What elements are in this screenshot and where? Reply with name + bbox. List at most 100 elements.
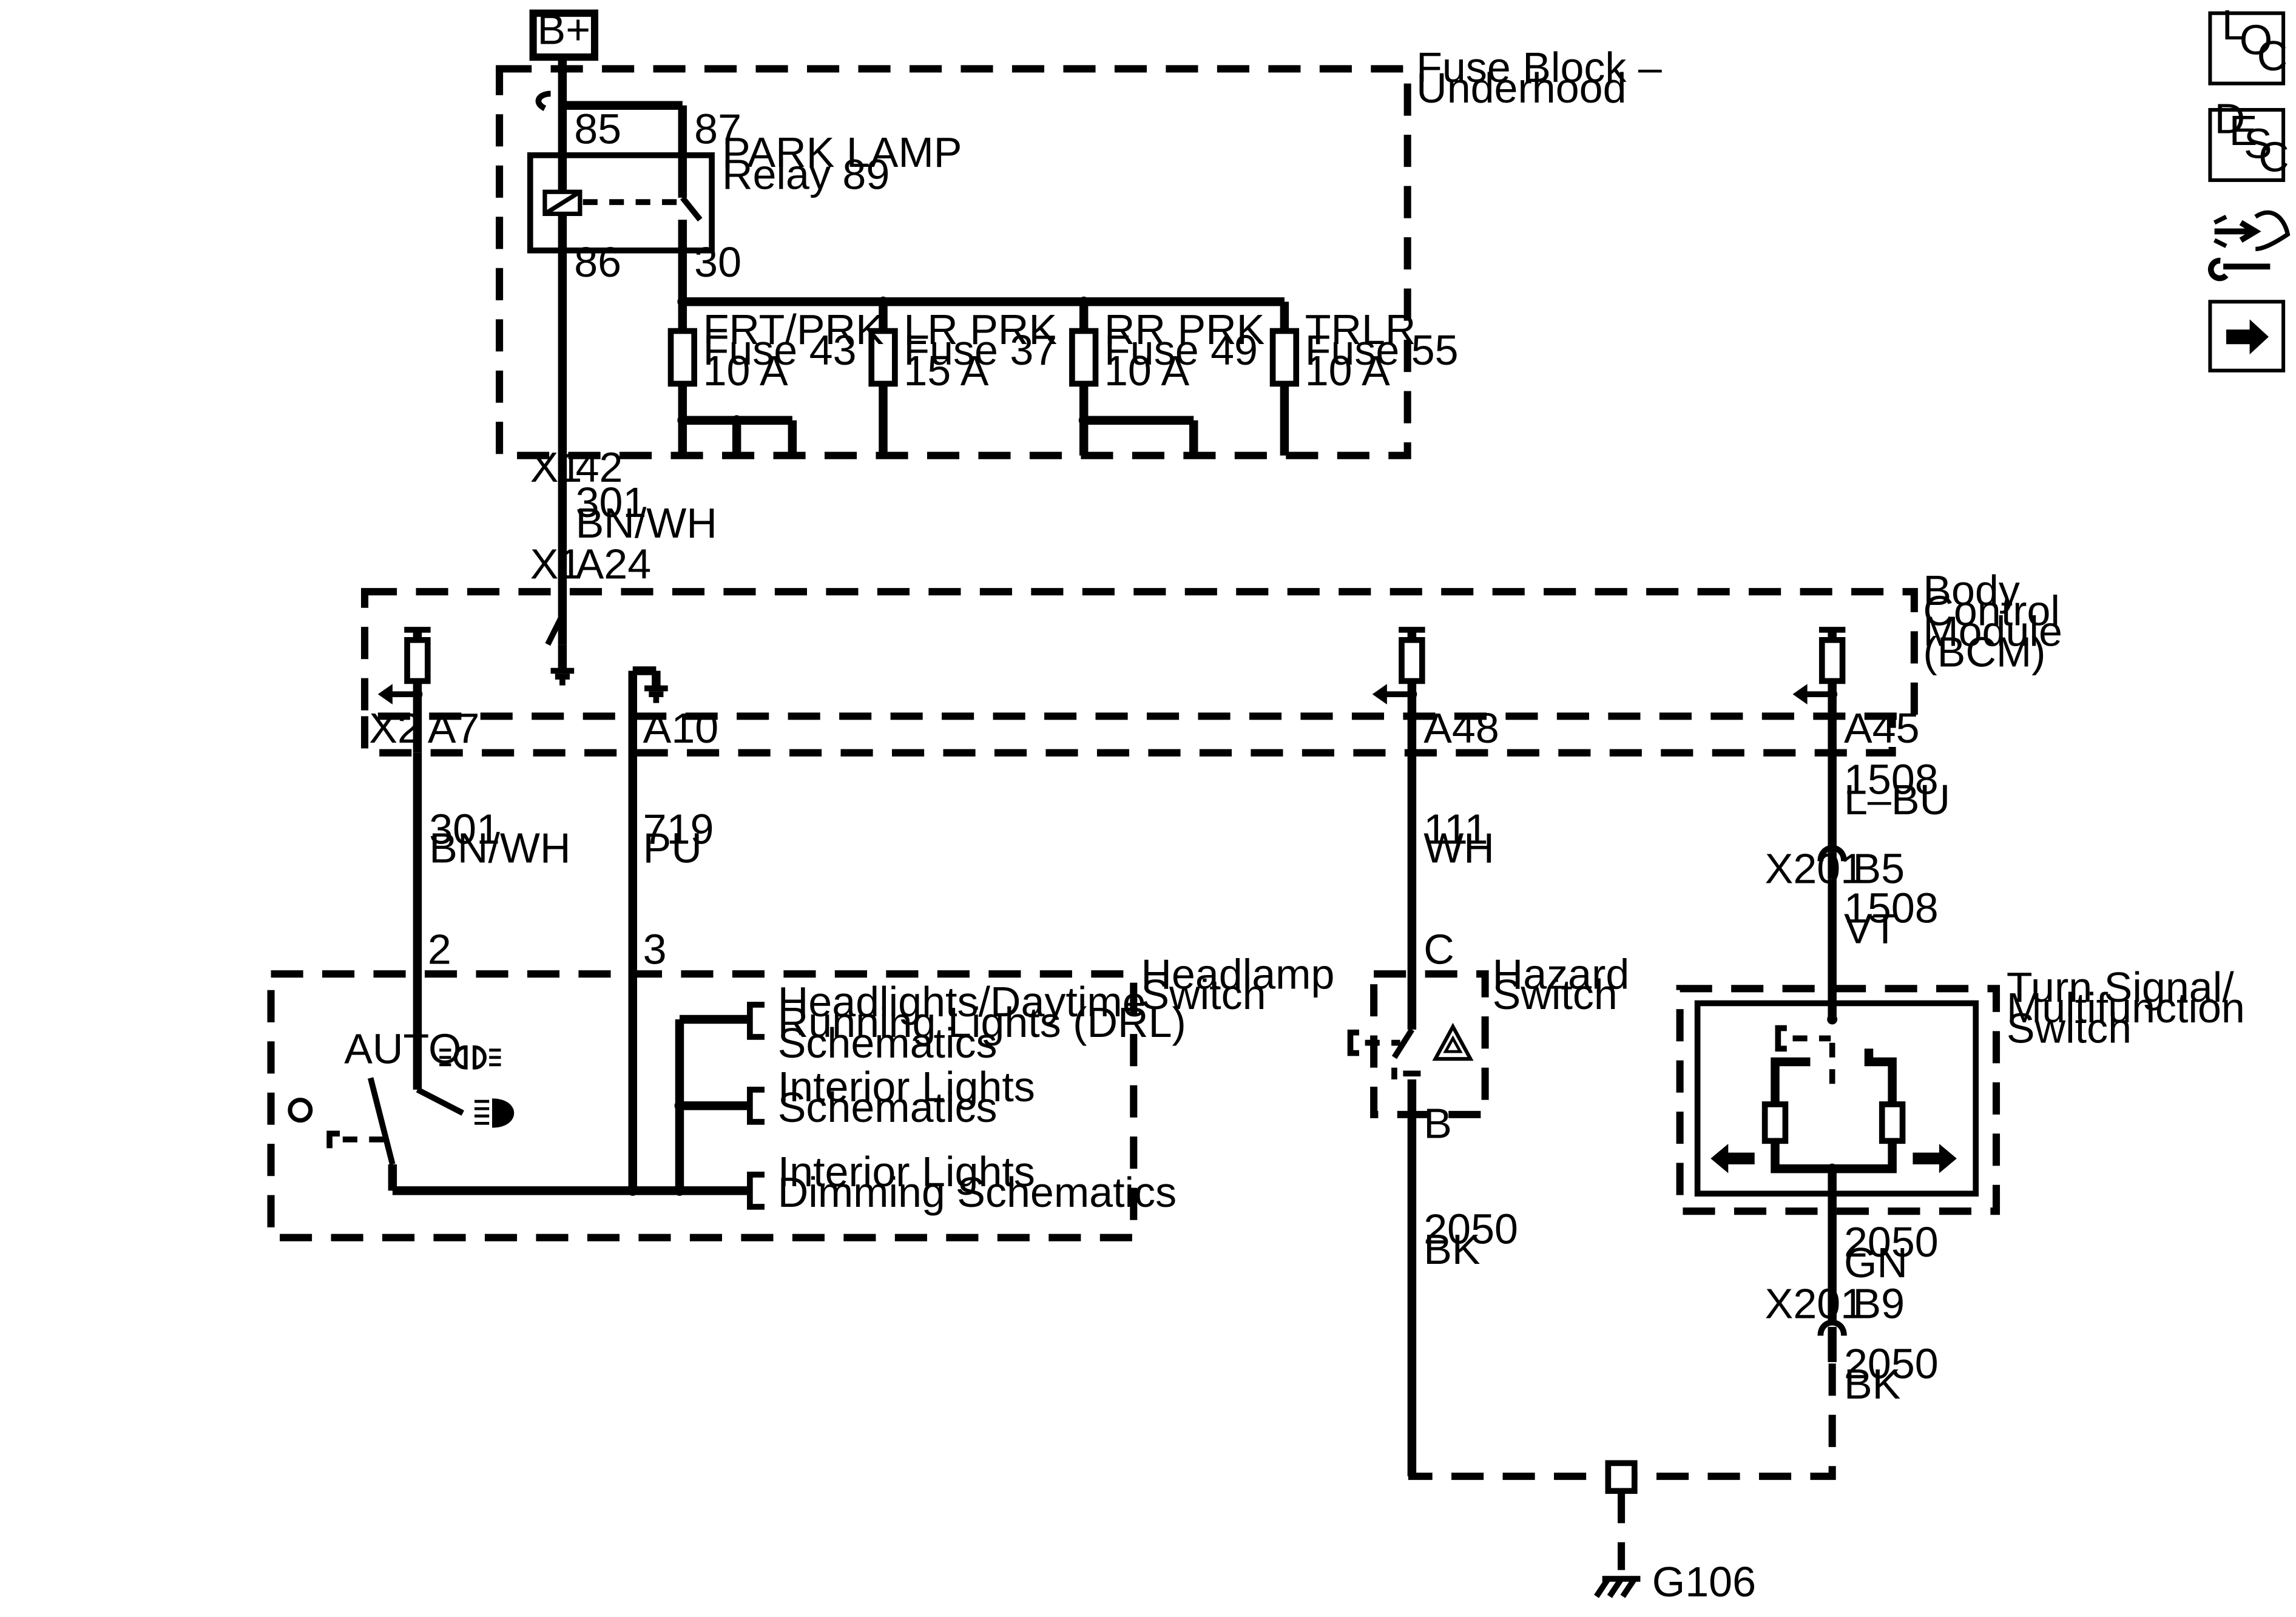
wire-1508-vt-color: VT xyxy=(1844,905,1898,952)
ref-interior-line-1: Interior Lights xyxy=(778,1063,1035,1110)
fuse-43-rating: 10 A xyxy=(703,347,788,394)
headlamp-switch-label-2: Switch xyxy=(1141,971,1266,1018)
loc-button[interactable]: L O C xyxy=(2208,1,2288,86)
svg-text:L: L xyxy=(2222,1,2246,49)
wire-1508-color: L–BU xyxy=(1844,776,1950,823)
fuse-37 xyxy=(868,302,898,456)
fuse-49 xyxy=(1069,302,1198,456)
bcm-pullup-a7-icon xyxy=(377,627,431,753)
fuse-block-label-2: Underhood xyxy=(1416,64,1626,112)
turn-switch-label-1: Turn Signal/ xyxy=(2007,964,2234,1011)
headlamp-switch-contacts xyxy=(288,1077,748,1196)
wire-719-color: PU xyxy=(643,825,702,872)
connector-icon[interactable] xyxy=(2207,210,2291,282)
hazard-icon xyxy=(1432,1022,1474,1061)
fuse-55 xyxy=(1269,302,1300,456)
parking-lamp-icon xyxy=(439,1045,501,1070)
hazard-switch-label-2: Switch xyxy=(1493,971,1618,1018)
next-arrow-button[interactable] xyxy=(2208,300,2286,373)
relay-pin-86: 86 xyxy=(574,238,621,286)
wire-301-circuit: 301 xyxy=(429,805,500,852)
wire-1508-circuit: 1508 xyxy=(1844,755,1939,803)
fuse-55-name: TRLR xyxy=(1305,306,1416,353)
x201-b5-pin: B5 xyxy=(1852,845,1905,893)
fuse-49-name: RR PRK xyxy=(1104,306,1264,353)
turn-switch-outer xyxy=(1676,985,2001,1215)
relay-pin-87: 87 xyxy=(694,106,741,153)
headlamp-switch-outline xyxy=(267,970,1138,1241)
ground-path-dashed xyxy=(1408,1362,1836,1480)
fuse-block-pin: 42 xyxy=(576,444,623,491)
bcm-label-1: Body xyxy=(1923,567,2020,614)
relay-pin-85: 85 xyxy=(574,106,621,153)
svg-text:C: C xyxy=(2257,32,2288,79)
ref-interior-line-2: Schematics xyxy=(778,1084,998,1131)
ref-drl-line-2: Running Lights (DRL) xyxy=(778,999,1186,1046)
x201-b5-connector-icon xyxy=(1817,845,1847,879)
x201-b9-connector-icon xyxy=(1817,1319,1847,1362)
reference-bracket-icon xyxy=(747,1002,765,1210)
ground-label: G106 xyxy=(1652,1558,1756,1605)
park-lamp-relay xyxy=(527,152,715,302)
wire-2050-bk-left-circuit: 2050 xyxy=(1423,1205,1518,1252)
svg-text:O: O xyxy=(2240,16,2272,63)
x201-b9-pin: B9 xyxy=(1852,1280,1905,1327)
fuse-block-outline xyxy=(496,65,1411,459)
headlamp-pin-2: 2 xyxy=(428,925,451,973)
svg-text:E: E xyxy=(2229,107,2258,154)
bcm-top-connector: X1 xyxy=(530,540,582,587)
turn-switch-label-2: Multifunction xyxy=(2007,984,2245,1031)
desc-button[interactable]: D E S C xyxy=(2208,95,2289,182)
bcm-label-2: Control xyxy=(1923,587,2060,635)
hazard-pin-b: B xyxy=(1423,1100,1452,1147)
x201-b5-connector: X201 xyxy=(1765,845,1864,893)
x201-b9-connector: X201 xyxy=(1765,1280,1864,1327)
headlamp-icon xyxy=(474,1098,515,1128)
bcm-input-ground-icon xyxy=(545,613,575,686)
bcm-outline xyxy=(361,588,1918,720)
bcm-top-pin: A24 xyxy=(576,540,652,587)
ref-drl-line-3: Schematics xyxy=(778,1019,998,1067)
ref-drl-line-1: Headlights/Daytime xyxy=(778,978,1146,1025)
headlamp-switch-label: Headlamp xyxy=(1141,950,1334,998)
feed-splice-mark xyxy=(535,90,551,111)
bcm-pin-a48: A48 xyxy=(1423,704,1499,752)
fuse-block-connector: X1 xyxy=(530,444,582,491)
wire-301-color-upper: BN/WH xyxy=(576,499,717,547)
wire-301-circuit-upper: 301 xyxy=(576,479,647,526)
hazard-switch-contacts xyxy=(1347,1028,1421,1477)
fuse-55-rating: 10 A xyxy=(1305,347,1390,394)
fuse-43 xyxy=(667,302,797,456)
battery-supply-label: B+ xyxy=(529,5,599,61)
ref-dimming-line-1: Interior Lights xyxy=(778,1148,1035,1195)
bcm-pin-a45: A45 xyxy=(1844,704,1920,752)
wire-1508-vt-circuit: 1508 xyxy=(1844,885,1939,932)
fuse-43-id: Fuse 43 xyxy=(703,326,857,374)
bcm-connector-outline xyxy=(361,716,1896,757)
fuse-49-id: Fuse 49 xyxy=(1104,326,1258,374)
svg-text:C: C xyxy=(2258,133,2289,180)
bcm-bottom-connector: X2 xyxy=(369,704,421,752)
turn-right-arrow-icon xyxy=(1913,1144,1957,1173)
bcm-pin-a7: A7 xyxy=(428,704,480,752)
ref-dimming-line-2: Dimming Schematics xyxy=(778,1169,1177,1216)
turn-switch-internals xyxy=(1761,1014,1906,1174)
relay-label: PARK LAMP xyxy=(722,129,962,176)
chassis-ground-icon xyxy=(1594,1576,1641,1598)
fuse-37-rating: 15 A xyxy=(903,347,988,394)
fuse-37-name: LR PRK xyxy=(903,306,1057,353)
wire-2050-gn-color: GN xyxy=(1844,1239,1908,1286)
relay-pin-30: 30 xyxy=(694,238,741,286)
wire-111-color: WH xyxy=(1423,825,1494,872)
wire-301-color: BN/WH xyxy=(429,825,570,872)
turn-switch-label-3: Switch xyxy=(2007,1005,2132,1052)
wire-111-circuit: 111 xyxy=(1423,805,1488,852)
fuse-55-id: Fuse 55 xyxy=(1305,326,1459,374)
bcm-pin-a10: A10 xyxy=(643,704,719,752)
fuse-49-rating: 10 A xyxy=(1104,347,1189,394)
headlamp-pin-3: 3 xyxy=(643,925,667,973)
ground-splice-icon xyxy=(1605,1460,1638,1494)
svg-text:B+: B+ xyxy=(538,5,591,53)
svg-text:S: S xyxy=(2244,120,2272,167)
